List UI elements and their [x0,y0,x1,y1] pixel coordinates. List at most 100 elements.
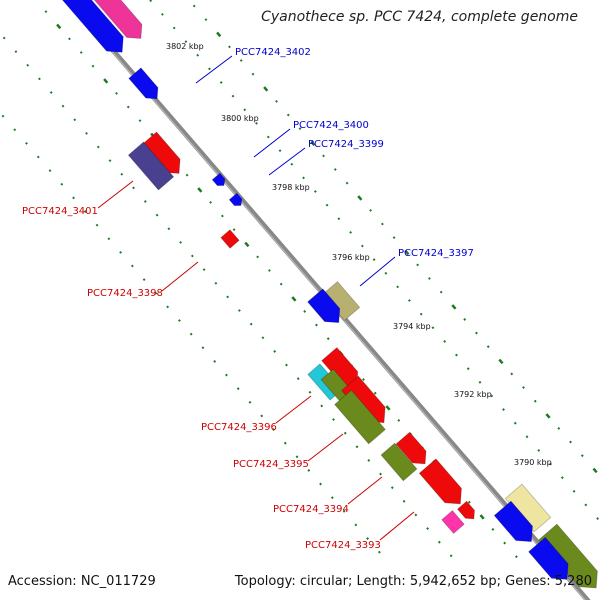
gene-label-3397[interactable]: PCC7424_3397 [398,248,474,259]
tick-mark [372,258,376,262]
tick-mark [380,222,384,226]
tick-mark [73,118,77,122]
scale-label-3792: 3792 kbp [454,390,492,399]
tick-mark [225,373,228,377]
gene-arrow-3394-red[interactable] [395,431,432,469]
gene-box-3395[interactable] [334,389,386,445]
tick-mark [172,26,176,30]
tick-mark [26,63,30,67]
tick-mark [572,489,576,493]
gene-box-3397-khaki[interactable] [321,281,361,321]
gene-arrow-olive-bottom[interactable] [538,523,600,596]
tick-mark [263,86,269,92]
tick-mark [377,550,381,554]
tick-mark [275,99,278,103]
gene-arrow-blue[interactable] [60,0,131,59]
gene-box-3393-magenta[interactable] [441,510,465,534]
tick-mark [428,277,431,280]
gene-label-3394[interactable]: PCC7424_3394 [273,504,349,515]
tick-mark [322,154,325,158]
tick-mark [72,196,75,200]
tick-mark [155,213,159,217]
tick-mark [38,77,41,81]
tick-mark [251,72,255,76]
gene-arrow-blue-bottom[interactable] [493,500,539,549]
tick-mark [390,486,394,490]
tick-mark [443,339,447,343]
tick-mark [533,399,537,403]
label-leader-3400 [253,128,291,158]
gene-label-3395[interactable]: PCC7424_3395 [233,459,309,470]
tick-mark [283,441,287,445]
tick-mark [238,309,241,312]
tick-mark [36,155,40,159]
tick-mark [239,59,243,62]
tick-mark [196,53,200,57]
gene-label-3401[interactable]: PCC7424_3401 [22,206,98,217]
gene-box-3394-olive[interactable] [380,442,418,482]
tick-mark [201,346,205,350]
gene-arrow-small-red[interactable] [457,500,479,522]
tick-mark [120,172,124,176]
tick-mark [279,282,283,286]
tick-mark [260,414,264,418]
tick-mark [384,271,388,275]
tick-mark [44,10,48,14]
tick-mark [310,140,316,147]
tick-mark [360,244,364,248]
tick-mark [490,394,494,398]
label-leader-3396 [275,395,312,424]
gene-label-3402[interactable]: PCC7424_3402 [235,47,311,58]
tick-mark [313,190,317,193]
gene-arrow-3393-red[interactable] [418,458,468,511]
tick-mark [204,18,208,22]
gene-label-3393[interactable]: PCC7424_3393 [305,540,381,551]
label-leader-3393 [379,511,415,541]
tick-mark [397,418,401,422]
label-leader-3394 [347,476,383,505]
tick-mark [56,23,62,30]
tick-mark [285,363,288,367]
label-leader-3401 [97,180,134,209]
gene-box-3401[interactable] [127,141,175,191]
gene-arrow-3397[interactable] [307,288,347,329]
tick-mark [13,128,17,132]
tick-mark [513,421,517,425]
tick-mark [103,78,109,84]
gene-label-3400[interactable]: PCC7424_3400 [293,120,369,131]
tick-mark [48,169,52,173]
gene-arrow-blue-bottom2[interactable] [528,536,576,586]
tick-mark [178,319,181,322]
tick-mark [1,114,5,118]
gene-arrow-pink[interactable] [86,0,149,45]
tick-mark [132,186,135,190]
gene-features [60,0,600,596]
gene-label-3399[interactable]: PCC7424_3399 [308,139,384,150]
tick-mark [466,367,470,371]
gene-arrow-3402[interactable] [128,67,163,104]
label-leader-3398 [161,261,199,292]
gene-label-3396[interactable]: PCC7424_3396 [201,422,277,433]
tick-mark [256,255,260,259]
tick-mark [584,503,588,507]
gene-label-3398[interactable]: PCC7424_3398 [87,288,163,299]
tick-mark [373,391,377,395]
tick-marks [1,0,600,559]
tick-mark [560,476,564,480]
gene-box-lightyellow[interactable] [504,483,552,533]
tick-mark [408,299,411,302]
tick-mark [91,64,95,68]
gene-arrow-3399[interactable] [228,192,244,209]
gene-arrow-3398[interactable] [220,229,240,249]
tick-mark [315,323,318,327]
tick-mark [463,317,467,321]
tick-mark [185,173,189,177]
tick-mark [537,448,541,452]
tick-mark [286,113,290,117]
tick-mark [385,405,391,411]
tick-mark [522,386,525,389]
gene-arrow-3400[interactable] [211,172,227,189]
tick-mark [514,555,518,559]
tick-mark [115,91,118,95]
